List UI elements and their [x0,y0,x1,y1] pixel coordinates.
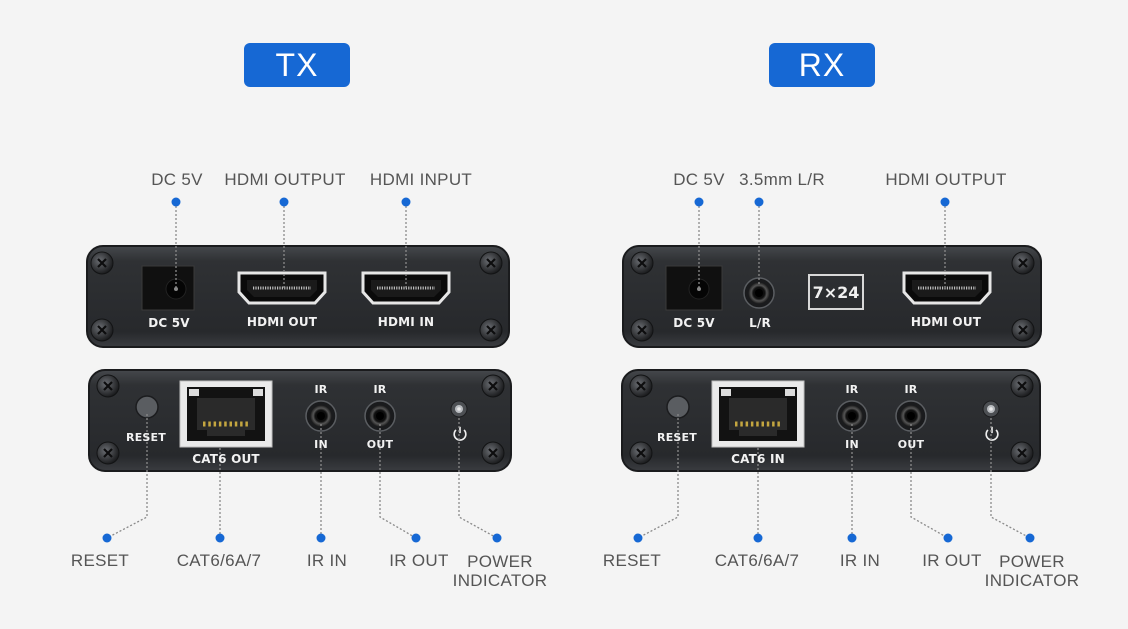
tx-callout-power: POWER INDICATOR [453,552,548,590]
tx-front-label-dc: DC 5V [148,316,190,330]
tx-callout-hdmi-output: HDMI OUTPUT [224,170,346,189]
tx-power-led [450,400,468,418]
rx-cat6-port [712,381,804,447]
rx-hdmi-out-port [902,271,992,305]
tx-title-badge: TX [244,43,350,87]
tx-back-label-ir-in-bottom: IN [314,438,328,451]
tx-back-panel [88,369,512,472]
callout-dots [102,197,1035,543]
tx-front-label-hdmi-in: HDMI IN [377,315,435,329]
rx-callout-reset: RESET [602,551,662,570]
rx-callout-power: POWER INDICATOR [985,552,1080,590]
rx-front-label-lr: L/R [749,316,771,330]
rx-callout-power-line2: INDICATOR [984,571,1080,590]
rx-ir-out-jack [895,400,927,432]
tx-callout-ir-out: IR OUT [389,551,449,570]
rx-back-label-ir-out-top: IR [904,383,918,396]
tx-back-label-cat6: CAT6 OUT [192,452,260,466]
rx-back-panel [621,369,1041,472]
tx-callout-power-line1: POWER [467,552,533,571]
tx-callout-ir-in: IR IN [306,551,348,570]
tx-callout-hdmi-input: HDMI INPUT [369,170,473,189]
tx-back-label-ir-out-top: IR [373,383,387,396]
rx-power-led [982,400,1000,418]
rx-callout-audio: 3.5mm L/R [739,170,825,189]
tx-cat6-port [180,381,272,447]
tx-back-label-reset: RESET [126,431,166,444]
rx-callout-cat: CAT6/6A/7 [714,551,800,570]
rx-back-label-ir-out-bottom: OUT [897,438,925,451]
rx-title-badge: RX [769,43,875,87]
tx-callout-dc: DC 5V [151,170,203,189]
rx-back-label-cat6: CAT6 IN [731,452,785,466]
rx-front-panel [622,245,1042,348]
leader-lines [106,202,1031,539]
rx-callout-ir-in: IR IN [839,551,881,570]
tx-callout-reset: RESET [70,551,130,570]
tx-ir-in-jack [305,400,337,432]
tx-hdmi-out-port [237,271,327,305]
tx-callout-cat: CAT6/6A/7 [176,551,262,570]
tx-front-label-hdmi-out: HDMI OUT [246,315,318,329]
rx-ir-in-jack [836,400,868,432]
rx-back-label-ir-in-bottom: IN [845,438,859,451]
rx-7x24-badge: 7×24 [808,274,864,310]
rx-back-label-ir-in-top: IR [845,383,859,396]
rx-callout-power-line1: POWER [999,552,1065,571]
tx-ir-out-jack [364,400,396,432]
rx-callout-ir-out: IR OUT [922,551,982,570]
rx-callout-dc: DC 5V [673,170,725,189]
tx-back-label-ir-out-bottom: OUT [366,438,394,451]
tx-front-panel [86,245,510,348]
rx-back-label-reset: RESET [657,431,697,444]
rx-front-label-hdmi-out: HDMI OUT [910,315,982,329]
tx-callout-power-line2: INDICATOR [452,571,548,590]
rx-front-label-dc: DC 5V [673,316,715,330]
tx-back-label-ir-in-top: IR [314,383,328,396]
rx-callout-hdmi-output: HDMI OUTPUT [885,170,1007,189]
